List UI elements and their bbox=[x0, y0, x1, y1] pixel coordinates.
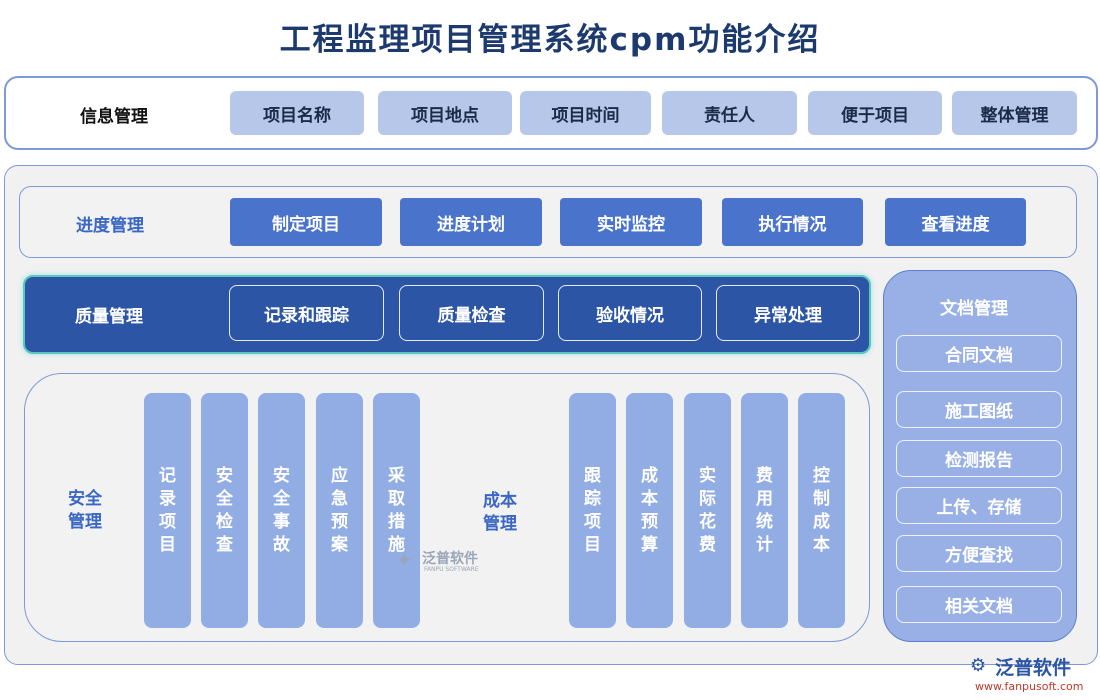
cost-item-column: 跟踪项目 bbox=[569, 393, 616, 628]
progress-item-execution: 执行情况 bbox=[722, 198, 863, 246]
doc-item-upload: 上传、存储 bbox=[896, 487, 1062, 524]
safety-management-label: 安全 管理 bbox=[68, 488, 102, 534]
safety-item-column: 安全事故 bbox=[258, 393, 305, 628]
watermark-center-cn: 泛普软件 bbox=[422, 551, 478, 567]
quality-item-inspection: 质量检查 bbox=[399, 285, 544, 341]
doc-item-contract: 合同文档 bbox=[896, 335, 1062, 372]
brand-logo-icon: ⚙ bbox=[970, 655, 987, 676]
safety-label-line1: 安全 bbox=[68, 489, 102, 509]
cost-item-column: 实际花费 bbox=[684, 393, 731, 628]
info-item-convenient: 便于项目 bbox=[808, 91, 942, 135]
watermark-logo-icon: ✦ bbox=[396, 548, 413, 572]
progress-item-monitor: 实时监控 bbox=[560, 198, 702, 246]
cost-label-line2: 管理 bbox=[483, 514, 517, 534]
brand-url: www.fanpusoft.com bbox=[975, 680, 1084, 693]
info-management-label: 信息管理 bbox=[80, 107, 148, 127]
info-item-project-location: 项目地点 bbox=[378, 91, 512, 135]
quality-management-label: 质量管理 bbox=[75, 307, 143, 327]
info-item-responsible: 责任人 bbox=[662, 91, 797, 135]
brand-name: 泛普软件 bbox=[995, 657, 1072, 679]
info-item-project-time: 项目时间 bbox=[520, 91, 651, 135]
doc-item-related: 相关文档 bbox=[896, 586, 1062, 623]
doc-item-drawings: 施工图纸 bbox=[896, 391, 1062, 428]
watermark-center-en: FANPU SOFTWARE bbox=[424, 566, 479, 573]
info-item-overall: 整体管理 bbox=[952, 91, 1077, 135]
page-title: 工程监理项目管理系统cpm功能介绍 bbox=[279, 22, 821, 58]
document-management-label: 文档管理 bbox=[940, 299, 1008, 319]
cost-item-column: 控制成本 bbox=[798, 393, 845, 628]
progress-item-create: 制定项目 bbox=[230, 198, 382, 246]
safety-item-column: 采取措施 bbox=[373, 393, 420, 628]
cost-management-label: 成本 管理 bbox=[483, 490, 517, 536]
safety-label-line2: 管理 bbox=[68, 512, 102, 532]
quality-item-acceptance: 验收情况 bbox=[558, 285, 702, 341]
progress-management-label: 进度管理 bbox=[76, 216, 144, 236]
progress-item-view: 查看进度 bbox=[885, 198, 1026, 246]
cost-item-column: 费用统计 bbox=[741, 393, 788, 628]
cost-label-line1: 成本 bbox=[483, 491, 517, 511]
safety-item-column: 记录项目 bbox=[144, 393, 191, 628]
quality-item-record: 记录和跟踪 bbox=[229, 285, 384, 341]
safety-item-column: 应急预案 bbox=[316, 393, 363, 628]
safety-item-column: 安全检查 bbox=[201, 393, 248, 628]
doc-item-report: 检测报告 bbox=[896, 440, 1062, 477]
info-item-project-name: 项目名称 bbox=[230, 91, 364, 135]
quality-item-exception: 异常处理 bbox=[716, 285, 860, 341]
cost-item-column: 成本预算 bbox=[626, 393, 673, 628]
document-management-panel bbox=[883, 270, 1077, 642]
doc-item-search: 方便查找 bbox=[896, 535, 1062, 572]
progress-item-plan: 进度计划 bbox=[400, 198, 542, 246]
